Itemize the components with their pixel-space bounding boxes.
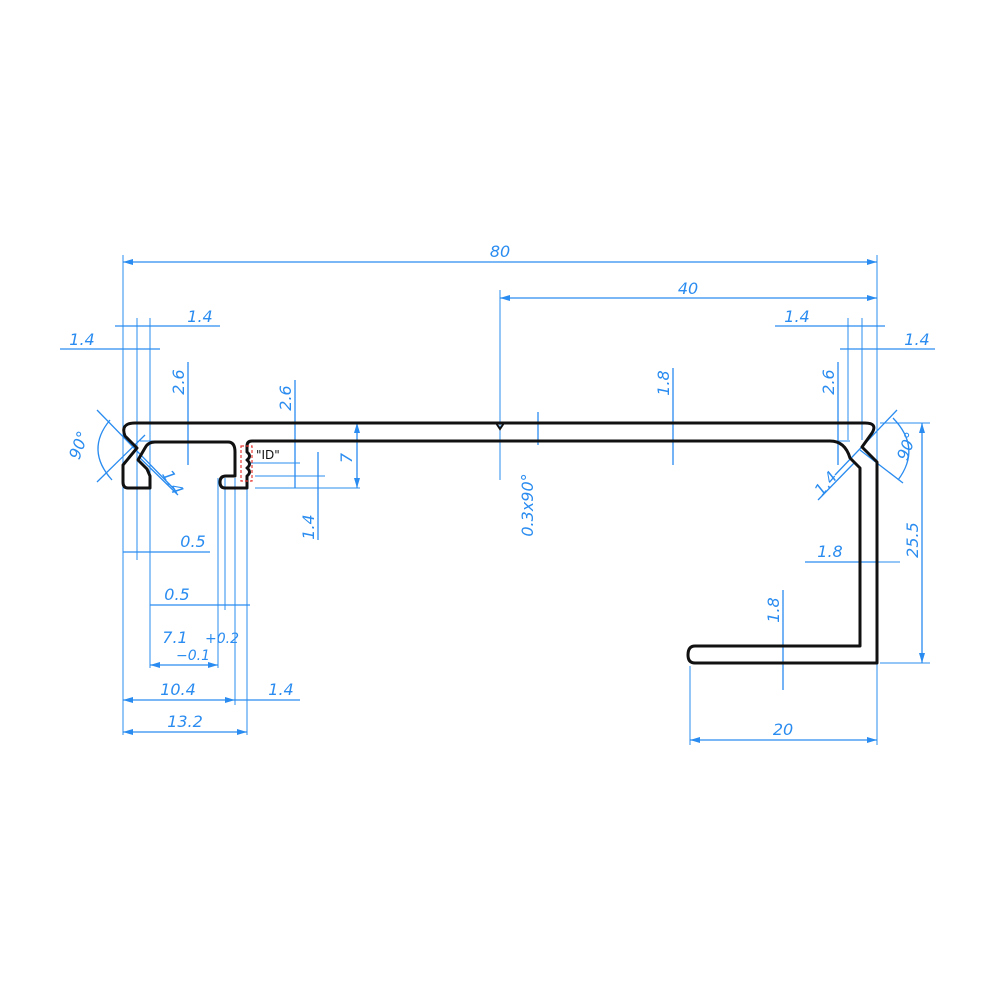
dim-left-flange-width: 13.2 [167,712,203,731]
dim-slot-depth: 2.6 [276,385,295,410]
dim-slot-width: 7.1 [162,628,187,647]
dim-center-groove: 0.3x90° [518,473,537,536]
dim-flange-height: 7 [337,452,356,463]
dim-left-chamfer: 1.4 [158,466,187,498]
dim-left-groove-depth: 2.6 [169,369,188,394]
center-groove-mark [495,422,505,431]
dim-left-angle: 90° [65,429,93,462]
dim-slot-tol-minus: −0.1 [176,648,210,664]
dim-right-angle: 90° [893,430,921,463]
dim-tab-height: 1.4 [299,514,318,539]
dim-right-offset-1: 1.4 [784,307,809,326]
dim-slot-tol-plus: +0.2 [205,631,239,647]
profile-outline [121,421,879,665]
dim-inner-span: 10.4 [160,680,196,699]
dim-lip-thickness: 1.8 [764,597,783,622]
dim-right-chamfer: 1.4 [810,468,841,500]
dim-overall-width: 80 [490,242,510,261]
dim-half-width: 40 [678,279,698,298]
dim-right-groove-depth: 2.6 [819,369,838,394]
dim-gap-b: 0.5 [164,585,189,604]
id-mark-label: "ID" [256,448,280,462]
dim-lip-width: 20 [773,720,793,739]
dim-leg-height: 25.5 [903,522,922,558]
dim-right-offset-2: 1.4 [904,330,929,349]
dim-left-offset-1: 1.4 [187,307,212,326]
dim-gap-a: 0.5 [180,532,205,551]
dim-left-offset-2: 1.4 [69,330,94,349]
dim-wall-thickness: 1.8 [654,370,673,395]
extension-lines [122,255,930,745]
dim-tab-width: 1.4 [268,680,293,699]
dim-leg-thickness: 1.8 [817,542,842,561]
id-marking-box [240,445,253,482]
dimension-lines [60,259,935,743]
